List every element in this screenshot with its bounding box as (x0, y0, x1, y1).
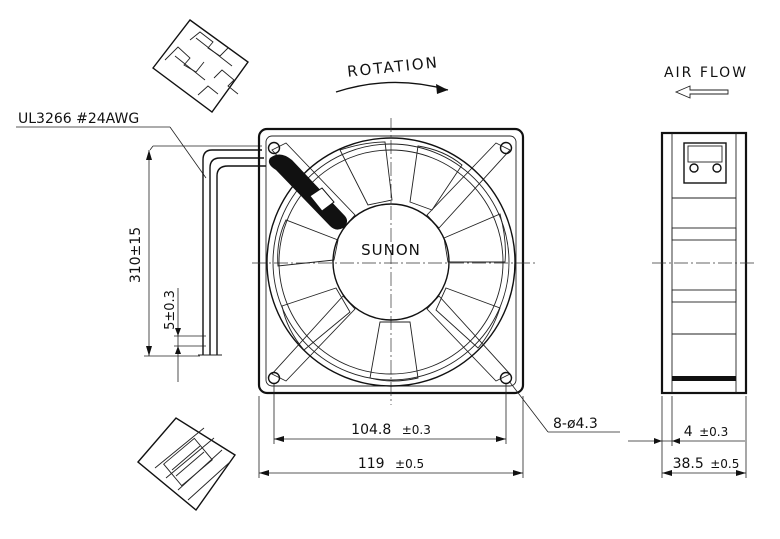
depth-dimension: 38.5 ±0.5 (662, 396, 747, 478)
hole-size-callout: 8-ø4.3 (508, 380, 620, 433)
lead-wires (198, 149, 266, 356)
brand-label: SUNON (361, 241, 421, 259)
wire-spec-label: UL3266 #24AWG (18, 111, 139, 127)
frame-size-tol: ±0.5 (395, 457, 424, 471)
depth-tol: ±0.5 (710, 457, 739, 471)
hole-spacing-dimension: 104.8 ±0.3 (273, 384, 507, 444)
fan-side-view (652, 131, 756, 395)
svg-text:119 ±0.5: 119 ±0.5 (358, 456, 424, 472)
hole-spacing-tol: ±0.3 (402, 423, 431, 437)
rotation-label: ROTATION (346, 53, 439, 81)
flange-tol: ±0.3 (699, 425, 728, 439)
air-flow-indicator: AIR FLOW (664, 65, 748, 99)
frame-size-dimension: 119 ±0.5 (258, 396, 524, 478)
frame-size-value: 119 (358, 456, 385, 472)
hole-spacing-value: 104.8 (351, 422, 391, 438)
strip-length-dimension: 5±0.3 (163, 288, 206, 382)
lead-length-dimension: 310±15 (128, 145, 262, 357)
rotation-indicator: ROTATION (335, 53, 449, 94)
lead-length-label: 310±15 (128, 227, 144, 283)
svg-text:38.5 ±0.5: 38.5 ±0.5 (673, 456, 740, 472)
hole-size-label: 8-ø4.3 (553, 416, 598, 432)
depth-value: 38.5 (673, 456, 704, 472)
flange-dimension: 4 ±0.3 (628, 396, 745, 478)
terminal-detail-bottom (137, 417, 236, 512)
svg-text:4 ±0.3: 4 ±0.3 (684, 424, 729, 440)
terminal-detail-top (152, 19, 249, 113)
air-flow-label: AIR FLOW (664, 65, 748, 81)
svg-text:104.8 ±0.3: 104.8 ±0.3 (351, 422, 431, 438)
flange-value: 4 (684, 424, 693, 440)
fan-front-view: SUNON (252, 118, 535, 405)
strip-length-label: 5±0.3 (163, 290, 178, 330)
wire-spec-callout: UL3266 #24AWG (16, 111, 207, 179)
